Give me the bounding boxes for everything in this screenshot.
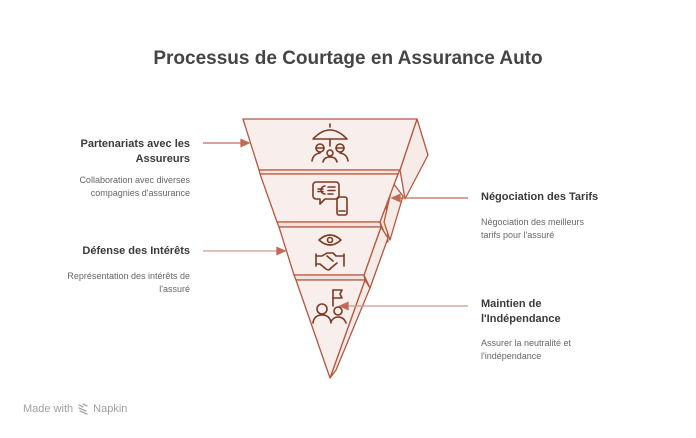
footer-made-with-napkin[interactable]: Made with Napkin (23, 403, 127, 415)
connector-2 (390, 193, 468, 203)
step-2-desc-line1: Négociation des meilleurs (481, 217, 585, 227)
step-1-title-line2: Assureurs (135, 153, 190, 165)
step-1-desc-line2: compagnies d'assurance (90, 188, 190, 198)
step-4-title-line1: Maintien de (481, 298, 542, 310)
connector-3 (203, 246, 287, 256)
step-3-description: Représentation des intérêts de l'assuré (40, 270, 190, 296)
step-4-desc-line1: Assurer la neutralité et (481, 338, 572, 348)
connector-1 (203, 138, 251, 148)
step-2-title: Négociation des Tarifs (481, 190, 661, 205)
step-3-desc-line1: Représentation des intérêts de (67, 271, 190, 281)
umbrella-people-icon (311, 123, 349, 163)
people-flag-icon (312, 289, 347, 324)
step-4-description: Assurer la neutralité et l'indépendance (481, 337, 661, 363)
step-1-desc-line1: Collaboration avec diverses (79, 175, 190, 185)
step-2-description: Négociation des meilleurs tarifs pour l'… (481, 216, 661, 242)
step-3-desc-line2: l'assuré (159, 284, 190, 294)
step-2-title-line1: Négociation des Tarifs (481, 191, 599, 203)
page-title: Processus de Courtage en Assurance Auto (153, 48, 543, 69)
made-with-text: Made with (23, 403, 74, 415)
napkin-logo-icon (78, 403, 88, 415)
step-1-title: Partenariats avec les Assureurs (40, 137, 190, 167)
funnel-segment-2 (259, 173, 404, 243)
step-3-title: Défense des Intérêts (40, 244, 190, 259)
step-2-desc-line2: tarifs pour l'assuré (481, 230, 555, 240)
step-1-description: Collaboration avec diverses compagnies d… (40, 174, 190, 200)
eye-handshake-icon (315, 234, 345, 271)
euro-chat-phone-icon (312, 181, 348, 216)
step-4-desc-line2: l'indépendance (481, 351, 542, 361)
napkin-brand-text: Napkin (93, 403, 128, 415)
step-1-title-line1: Partenariats avec les (80, 138, 190, 150)
step-3-title-line1: Défense des Intérêts (82, 245, 190, 257)
connector-4 (338, 301, 468, 311)
step-4-title: Maintien de l'Indépendance (481, 297, 661, 327)
step-4-title-line2: l'Indépendance (481, 313, 561, 325)
